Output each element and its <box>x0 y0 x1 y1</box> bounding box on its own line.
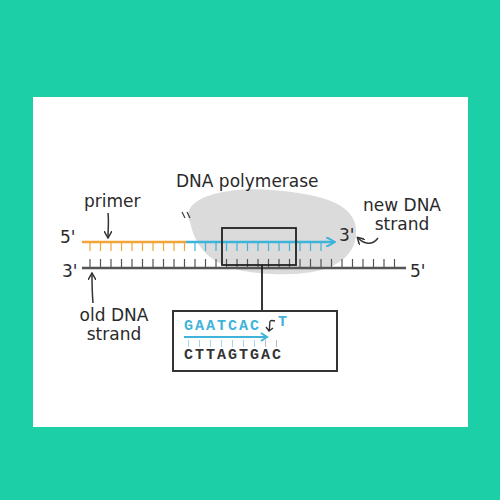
end-label: 5' <box>60 228 76 247</box>
primer-arrow <box>107 213 109 237</box>
old-strand <box>82 267 406 270</box>
old-strand-label: old DNA strand <box>66 306 162 344</box>
new-strand <box>186 241 334 244</box>
zoom-inset: GAATCAC T CTTAGTGAC <box>172 310 338 372</box>
enzyme-label: DNA polymerase <box>176 172 319 191</box>
new-strand-arrow <box>358 238 378 243</box>
incoming-base: T <box>278 315 289 331</box>
old-strand-arrow <box>92 274 93 303</box>
primer-label: primer <box>84 192 141 211</box>
zoom-line <box>261 265 263 310</box>
end-label: 5' <box>410 262 426 281</box>
end-label: 3' <box>62 262 78 281</box>
focus-box <box>222 228 296 265</box>
new-bases: GAATCAC <box>184 319 261 335</box>
new-strand-label: new DNA strand <box>352 196 452 234</box>
template-bases: CTTAGTGAC <box>184 348 283 364</box>
end-label: 3' <box>339 226 355 245</box>
primer-strand <box>82 241 186 244</box>
motion-marks <box>182 212 190 218</box>
polymerase-blob <box>188 189 356 274</box>
